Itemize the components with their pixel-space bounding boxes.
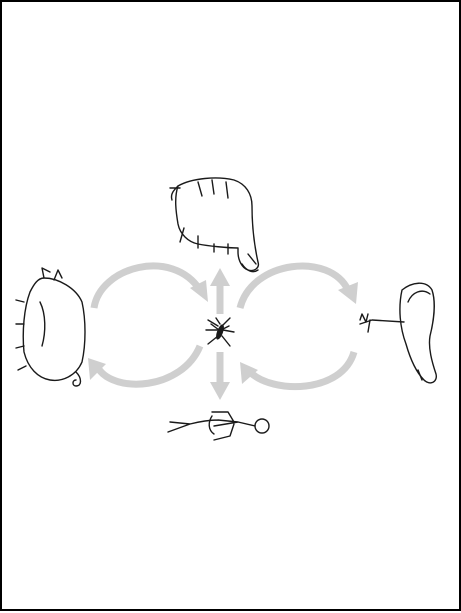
wading-bird-icon — [360, 283, 436, 383]
right-cycle-upper-arrow — [240, 266, 348, 308]
left-cycle-arrows — [88, 266, 208, 384]
left-cycle-lower-arrow — [98, 346, 200, 384]
mosquito-icon — [206, 318, 234, 346]
horse-icon — [170, 178, 258, 272]
left-cycle-upper-arrow — [94, 266, 200, 308]
arrow-to-horse-head — [210, 268, 230, 286]
pig-icon — [16, 268, 85, 386]
right-cycle-lower-arrow — [250, 352, 354, 387]
right-cycle-arrows — [240, 266, 358, 387]
human-icon — [168, 412, 269, 440]
arrow-to-human-head — [210, 382, 230, 400]
